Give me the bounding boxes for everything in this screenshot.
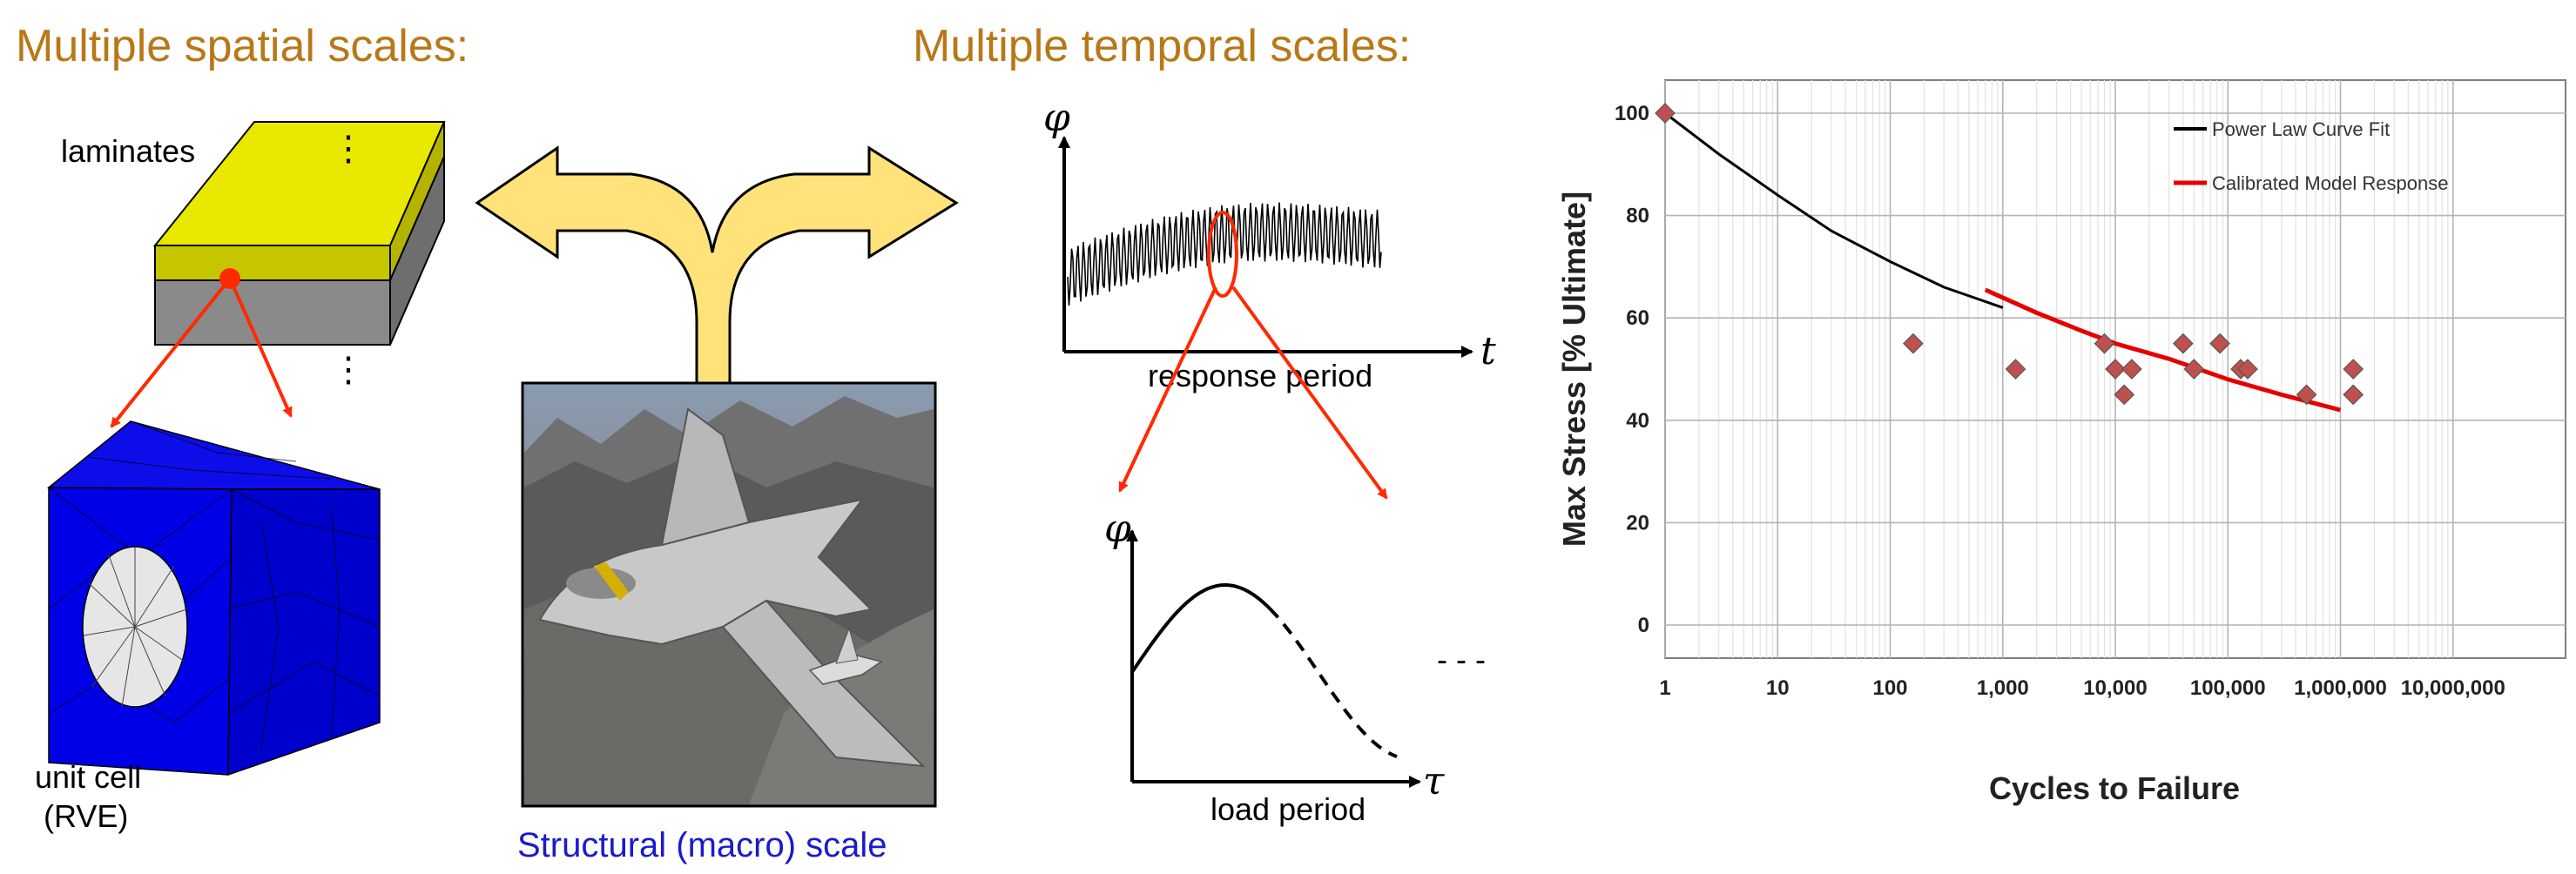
spatial-scales-heading: Multiple spatial scales: xyxy=(16,21,469,71)
rve-unit-cell-cube xyxy=(46,420,381,777)
series-line xyxy=(1664,111,2004,309)
load-cycle-solid xyxy=(1130,583,1271,674)
load-period-label: load period xyxy=(1210,791,1366,827)
x-tick-label: 100,000 xyxy=(2190,676,2266,700)
x-axis-title: Cycles to Failure xyxy=(1989,770,2240,806)
unit-cell-label: unit cell xyxy=(35,759,141,795)
load-plot-axes xyxy=(1126,529,1421,788)
trailing-dashes: - - - xyxy=(1437,642,1486,677)
y-axis-title: Max Stress [% Ultimate] xyxy=(1556,192,1592,547)
data-point-marker xyxy=(2209,333,2230,354)
series-line xyxy=(1984,287,2342,413)
sn-chart: 0 20 40 60 80 100 1 10 100 1,000 10,000 100,000 1,00… xyxy=(1556,79,2566,806)
chart-markers xyxy=(1655,103,2364,406)
y-tick-label: 100 xyxy=(1615,102,1649,125)
x-tick-label: 1 xyxy=(1659,676,1670,700)
chart-tick-labels: 0 20 40 60 80 100 1 10 100 1,000 10,000 100,000 1,00… xyxy=(1615,102,2505,700)
response-period-highlight xyxy=(1207,211,1238,298)
macro-scale-label: Structural (macro) scale xyxy=(517,826,887,864)
y-tick-label: 80 xyxy=(1626,205,1649,228)
data-point-marker xyxy=(2172,333,2194,354)
data-point-marker xyxy=(2343,359,2364,380)
x-tick-label: 1,000,000 xyxy=(2294,676,2387,700)
response-t-axis-label: t xyxy=(1480,329,1496,373)
x-tick-label: 100 xyxy=(1872,676,1907,700)
response-period-label: response period xyxy=(1148,358,1372,393)
laminate-to-rve-arrow-right xyxy=(228,278,293,418)
legend-label-curve-fit: Power Law Curve Fit xyxy=(2212,118,2390,140)
response-oscillation xyxy=(1067,202,1382,306)
data-point-marker xyxy=(2094,333,2115,354)
y-tick-label: 60 xyxy=(1626,306,1649,330)
chart-grid xyxy=(1664,80,2566,658)
data-point-marker xyxy=(2183,359,2205,380)
data-point-marker xyxy=(2237,359,2258,380)
response-plot-axes xyxy=(1058,136,1473,358)
ellipsis-dots-bottom: ⋮ xyxy=(331,351,366,389)
laminate-to-rve-arrow-left xyxy=(110,277,232,428)
x-tick-label: 10 xyxy=(1766,676,1790,700)
x-tick-label: 10,000,000 xyxy=(2401,676,2505,700)
x-tick-label: 10,000 xyxy=(2083,676,2147,700)
load-cycle-dashed xyxy=(1268,607,1398,758)
temporal-scales-heading: Multiple temporal scales: xyxy=(913,21,1411,71)
y-tick-label: 40 xyxy=(1626,409,1649,433)
aircraft-image xyxy=(521,381,937,808)
data-point-marker xyxy=(2343,384,2364,406)
data-point-marker xyxy=(2121,359,2142,380)
ellipsis-dots-top: ⋮ xyxy=(331,130,366,168)
data-point-marker xyxy=(1903,333,1924,354)
data-point-marker xyxy=(2296,384,2317,406)
scale-split-arrow xyxy=(475,145,959,515)
data-point-marker xyxy=(2105,359,2126,380)
y-tick-label: 20 xyxy=(1626,511,1649,534)
zoom-arrow-right xyxy=(1231,286,1388,500)
response-phi-axis-label: φ xyxy=(1043,96,1070,140)
y-tick-label: 0 xyxy=(1638,614,1649,637)
data-point-marker xyxy=(2114,384,2135,406)
data-point-marker xyxy=(1655,103,1676,124)
zoom-arrow-left xyxy=(1118,286,1217,493)
load-tau-axis-label: τ xyxy=(1423,759,1445,803)
data-point-marker xyxy=(2005,359,2026,380)
load-phi-axis-label: φ xyxy=(1104,507,1131,551)
laminate-block xyxy=(152,121,446,346)
rve-label: (RVE) xyxy=(44,798,128,834)
legend-label-model-response: Calibrated Model Response xyxy=(2212,172,2449,194)
chart-series-lines xyxy=(1664,111,2342,413)
x-tick-label: 1,000 xyxy=(1977,676,2029,700)
laminates-label: laminates xyxy=(61,133,195,169)
